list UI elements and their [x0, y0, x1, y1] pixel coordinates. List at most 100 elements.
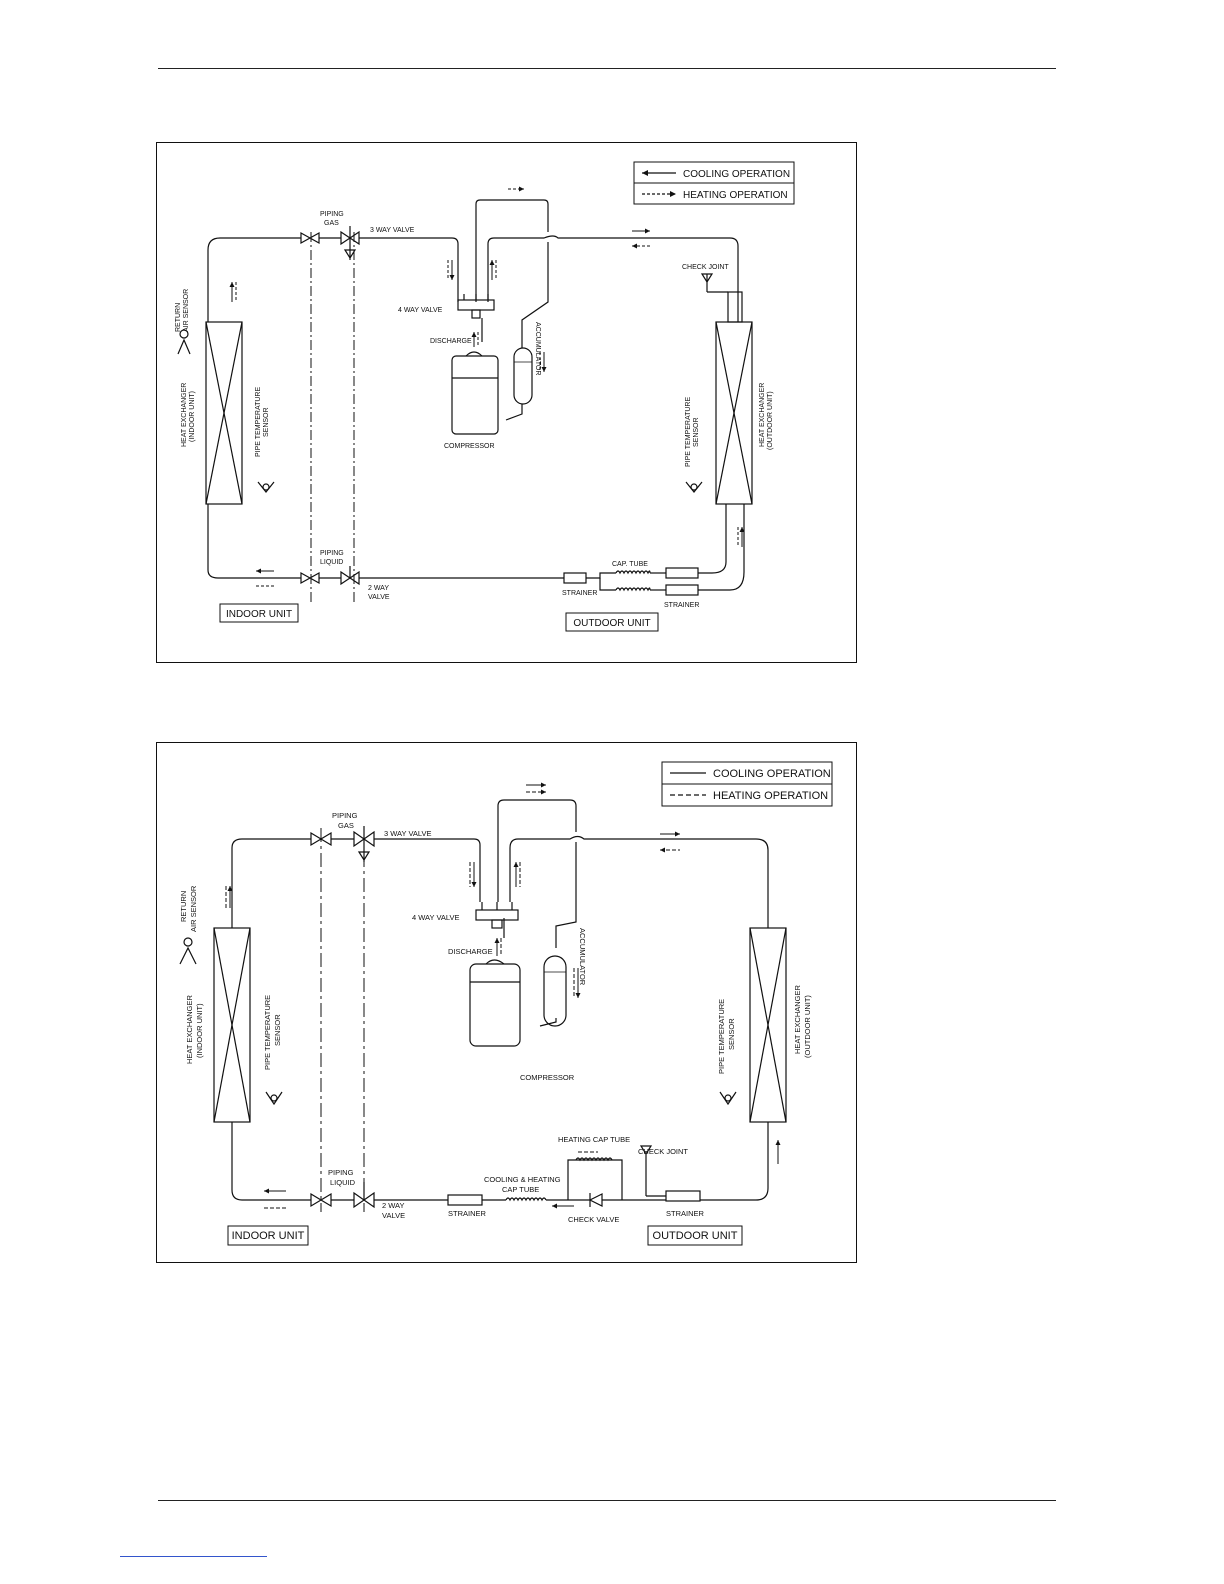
- outdoor-pipe-sensor-icon: [685, 481, 703, 493]
- label-discharge: DISCHARGE: [448, 947, 493, 956]
- indoor-heat-exchanger: [205, 321, 243, 505]
- label-piping-liquid-1: PIPING: [328, 1168, 354, 1177]
- label-check-joint: CHECK JOINT: [682, 264, 729, 271]
- label-discharge: DISCHARGE: [430, 338, 472, 345]
- strainer-left: [563, 572, 587, 584]
- check-joint: [639, 1145, 666, 1197]
- label-two-way-valve-2: VALVE: [382, 1211, 405, 1220]
- label-two-way-valve-1: 2 WAY: [368, 585, 389, 592]
- refrigerant-cycle-diagram-1: COOLING OPERATION HEATING OPERATION: [156, 142, 857, 663]
- label-piping-gas-2: GAS: [338, 821, 354, 830]
- check-joint: [700, 273, 728, 293]
- accumulator: [513, 347, 533, 405]
- outdoor-heat-exchanger: [715, 291, 753, 505]
- label-indoor-hx-1: HEAT EXCHANGER: [185, 995, 194, 1064]
- cap-tubes: [615, 570, 651, 592]
- flow-arrows: [225, 782, 781, 1209]
- footer-rule: [158, 1500, 1056, 1501]
- gas-service-valve-indoor: [300, 231, 320, 245]
- label-three-way-valve: 3 WAY VALVE: [370, 227, 415, 234]
- label-outdoor-pipe-sensor-2: SENSOR: [727, 1018, 736, 1050]
- label-heating-cap-tube: HEATING CAP TUBE: [558, 1135, 630, 1144]
- three-way-valve: [353, 826, 375, 862]
- legend-heating-label: HEATING OPERATION: [683, 190, 788, 201]
- label-compressor: COMPRESSOR: [520, 1073, 575, 1082]
- four-way-valve: [457, 294, 495, 319]
- label-outdoor-unit: OUTDOOR UNIT: [573, 618, 650, 629]
- two-way-valve: [340, 566, 360, 586]
- label-return-air-sensor-1: RETURN: [175, 303, 182, 332]
- four-way-valve: [475, 902, 519, 929]
- indoor-heat-exchanger: [213, 927, 251, 1123]
- label-return-air-sensor-1: RETURN: [179, 891, 188, 922]
- label-piping-gas-1: PIPING: [320, 211, 344, 218]
- check-valve: [588, 1193, 603, 1207]
- label-indoor-pipe-sensor-1: PIPE TEMPERATURE: [263, 995, 272, 1070]
- return-air-sensor-icon: [177, 329, 191, 355]
- indoor-pipe-sensor-icon: [265, 1091, 283, 1106]
- label-indoor-hx-1: HEAT EXCHANGER: [181, 383, 188, 447]
- legend-heating-label: HEATING OPERATION: [713, 790, 828, 802]
- label-indoor-hx-2: (INDOOR UNIT): [189, 391, 196, 442]
- outdoor-unit-box: OUTDOOR UNIT: [647, 1225, 743, 1246]
- accumulator: [543, 955, 567, 1027]
- label-two-way-valve-2: VALVE: [368, 594, 390, 601]
- label-outdoor-hx-1: HEAT EXCHANGER: [793, 985, 802, 1054]
- strainer-right: [665, 567, 699, 596]
- header-rule: [158, 68, 1056, 69]
- label-piping-liquid-2: LIQUID: [330, 1178, 356, 1187]
- outdoor-heat-exchanger: [749, 927, 787, 1123]
- heating-cap-tube: [575, 1157, 613, 1162]
- legend: COOLING OPERATION HEATING OPERATION: [633, 161, 795, 205]
- indoor-unit-box: INDOOR UNIT: [219, 603, 299, 623]
- two-way-valve: [353, 1182, 375, 1209]
- refrigerant-piping: [231, 799, 769, 1212]
- label-accumulator: ACCUMULATOR: [534, 322, 541, 375]
- label-three-way-valve: 3 WAY VALVE: [384, 829, 432, 838]
- liquid-service-valve-indoor: [300, 571, 320, 585]
- label-strainer-right: STRAINER: [664, 602, 699, 609]
- compressor: [451, 351, 499, 435]
- label-strainer-right: STRAINER: [666, 1209, 705, 1218]
- liquid-service-valve-indoor: [310, 1192, 332, 1208]
- label-indoor-pipe-sensor-1: PIPE TEMPERATURE: [255, 387, 262, 457]
- label-indoor-unit: INDOOR UNIT: [232, 1230, 305, 1242]
- footer-link-underline[interactable]: [120, 1556, 267, 1557]
- label-strainer-left: STRAINER: [562, 590, 597, 597]
- label-two-way-valve-1: 2 WAY: [382, 1201, 405, 1210]
- label-cap-tube: CAP. TUBE: [612, 561, 648, 568]
- return-air-sensor-icon: [179, 937, 197, 965]
- refrigerant-piping: [207, 199, 745, 602]
- label-check-valve: CHECK VALVE: [568, 1215, 619, 1224]
- label-four-way-valve: 4 WAY VALVE: [398, 307, 443, 314]
- label-indoor-pipe-sensor-2: SENSOR: [263, 407, 270, 437]
- label-piping-liquid-2: LIQUID: [320, 559, 343, 566]
- label-return-air-sensor-2: AIR SENSOR: [183, 289, 190, 332]
- label-piping-gas-2: GAS: [324, 220, 339, 227]
- label-indoor-unit: INDOOR UNIT: [226, 609, 292, 620]
- strainer-right: [665, 1190, 701, 1202]
- cooling-heating-cap-tube: [505, 1197, 547, 1202]
- outdoor-pipe-sensor-icon: [719, 1091, 737, 1106]
- label-outdoor-hx-2: (OUTDOOR UNIT): [767, 391, 774, 450]
- gas-service-valve-indoor: [310, 831, 332, 847]
- label-cooling-heating-cap-tube-1: COOLING & HEATING: [484, 1175, 561, 1184]
- label-check-joint: CHECK JOINT: [638, 1147, 688, 1156]
- label-indoor-pipe-sensor-2: SENSOR: [273, 1014, 282, 1046]
- strainer-left: [447, 1194, 483, 1206]
- label-indoor-hx-2: (INDOOR UNIT): [195, 1003, 204, 1058]
- refrigerant-cycle-diagram-2: COOLING OPERATION HEATING OPERATION: [156, 742, 857, 1263]
- diagram-frame: [156, 742, 857, 1263]
- label-piping-liquid-1: PIPING: [320, 550, 344, 557]
- three-way-valve: [340, 226, 360, 260]
- compressor: [469, 959, 521, 1047]
- label-outdoor-pipe-sensor-1: PIPE TEMPERATURE: [717, 999, 726, 1074]
- label-piping-gas-1: PIPING: [332, 811, 358, 820]
- outdoor-unit-box: OUTDOOR UNIT: [565, 612, 659, 632]
- legend: COOLING OPERATION HEATING OPERATION: [661, 761, 833, 807]
- label-outdoor-hx-2: (OUTDOOR UNIT): [803, 995, 812, 1058]
- indoor-unit-box: INDOOR UNIT: [227, 1225, 309, 1246]
- label-four-way-valve: 4 WAY VALVE: [412, 913, 460, 922]
- label-outdoor-pipe-sensor-1: PIPE TEMPERATURE: [685, 397, 692, 467]
- label-accumulator: ACCUMULATOR: [578, 928, 587, 986]
